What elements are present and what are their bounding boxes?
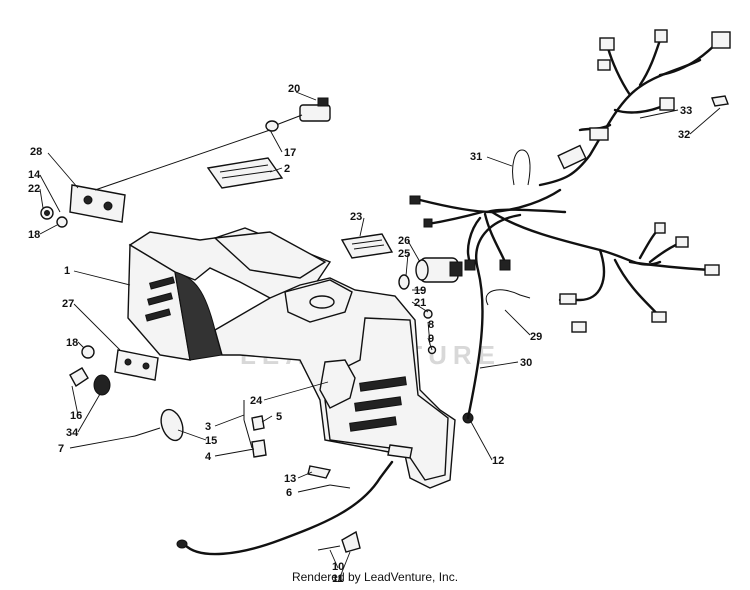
- callout-2: 2: [284, 163, 290, 175]
- callout-27: 27: [62, 298, 74, 310]
- console-housing: [127, 227, 332, 361]
- callout-19: 19: [414, 285, 426, 297]
- callout-34: 34: [66, 427, 79, 439]
- callout-18-bottom: 18: [66, 337, 78, 349]
- callout-31: 31: [470, 151, 482, 163]
- callout-26: 26: [398, 235, 410, 247]
- dash-panel: [214, 277, 456, 489]
- callout-10: 10: [332, 561, 344, 573]
- callout-32: 32: [678, 129, 690, 141]
- callout-8: 8: [428, 319, 434, 331]
- tie-29: [485, 289, 531, 306]
- callout-17: 17: [284, 147, 296, 159]
- callout-11: 11: [332, 573, 344, 585]
- callout-29: 29: [530, 331, 542, 343]
- decal-23: [340, 233, 394, 259]
- callout-3: 3: [205, 421, 211, 433]
- footer-credit: Rendered by LeadVenture, Inc.: [291, 570, 459, 584]
- callout-33: 33: [680, 105, 692, 117]
- callout-15: 15: [205, 435, 217, 447]
- ground-cable: [176, 460, 394, 556]
- key-switch-26: [398, 257, 463, 355]
- callout-18-top: 18: [28, 229, 40, 241]
- leader-lines: [39, 91, 721, 583]
- wiring-harness-30: [409, 188, 720, 420]
- callout-9: 9: [428, 333, 434, 345]
- callout-4: 4: [205, 451, 212, 463]
- lens-15: [134, 408, 184, 442]
- callout-22: 22: [28, 183, 40, 195]
- callout-23: 23: [350, 211, 362, 223]
- callout-30: 30: [520, 357, 532, 369]
- switch-21: [265, 97, 331, 132]
- bracket-28: [40, 129, 271, 228]
- decal-2: [206, 157, 284, 189]
- screw-13-6: [307, 465, 351, 489]
- callout-13: 13: [284, 473, 296, 485]
- callout-1: 1: [64, 265, 70, 277]
- harness-33: [538, 29, 731, 187]
- clip-31: [512, 149, 531, 186]
- callout-24: 24: [250, 395, 263, 407]
- callout-6: 6: [286, 487, 292, 499]
- callout-7: 7: [58, 443, 64, 455]
- callout-16: 16: [70, 410, 82, 422]
- callout-28: 28: [30, 146, 42, 158]
- callout-20: 21: [414, 297, 426, 309]
- clip-parts: [243, 400, 267, 458]
- callout-14: 14: [28, 169, 41, 181]
- callout-12: 12: [492, 455, 504, 467]
- callout-21: 20: [288, 83, 300, 95]
- bracket-27: [69, 345, 159, 396]
- callout-5: 5: [276, 411, 282, 423]
- callout-25: 25: [398, 248, 410, 260]
- callout-labels: 20 17 2 28 14 22 18 1 27 18 16 34 7 15 3…: [28, 83, 692, 585]
